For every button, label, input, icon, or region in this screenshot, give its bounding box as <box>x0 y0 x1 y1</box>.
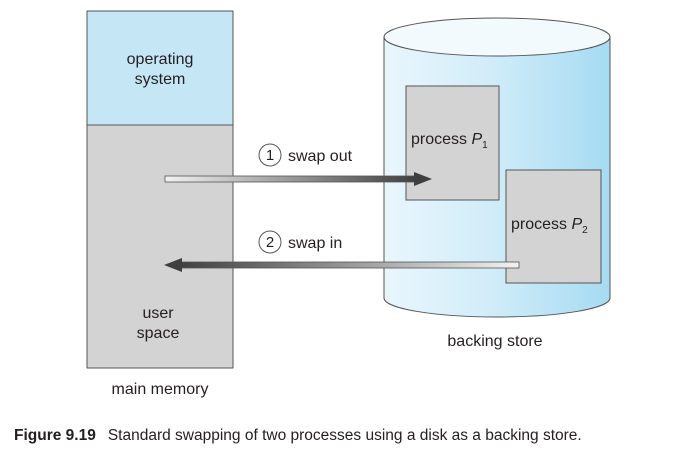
swap-in-arrow-shaft <box>179 261 520 269</box>
main-memory-label: main memory <box>112 381 209 398</box>
swap-out-arrowhead <box>414 172 432 186</box>
swap-out-label: swap out <box>288 148 353 165</box>
swap-out-step-number: 1 <box>266 147 274 164</box>
os-label-line1: operating <box>127 51 194 68</box>
swapping-diagram: operating system user space main memory … <box>86 10 611 398</box>
figure-number: Figure 9.19 <box>14 427 96 444</box>
swap-in-arrow: 2 swap in <box>164 230 520 272</box>
figure-caption-text: Standard swapping of two processes using… <box>107 427 582 444</box>
swap-in-step-number: 2 <box>266 234 274 251</box>
swap-out-arrow-shaft <box>164 175 417 183</box>
figure-caption: Figure 9.19 Standard swapping of two proc… <box>14 427 684 445</box>
user-space-label-line1: user <box>142 305 174 322</box>
swap-in-label: swap in <box>288 235 342 252</box>
process-p2-label: process P2 <box>511 216 588 236</box>
cylinder-top <box>383 17 611 57</box>
process-p1-label: process P1 <box>411 131 488 151</box>
swap-out-arrow: 1 swap out <box>164 143 432 186</box>
user-space-region <box>86 124 234 369</box>
os-label-line2: system <box>135 71 186 88</box>
process-p2-box <box>505 169 602 284</box>
swap-in-step-circle <box>258 230 282 254</box>
os-region <box>86 10 234 126</box>
user-space-label-line2: space <box>137 325 180 342</box>
main-memory: operating system user space main memory <box>86 10 234 398</box>
swap-out-step-circle <box>258 143 282 167</box>
backing-store-label: backing store <box>447 333 542 350</box>
swap-in-arrowhead <box>164 258 182 272</box>
